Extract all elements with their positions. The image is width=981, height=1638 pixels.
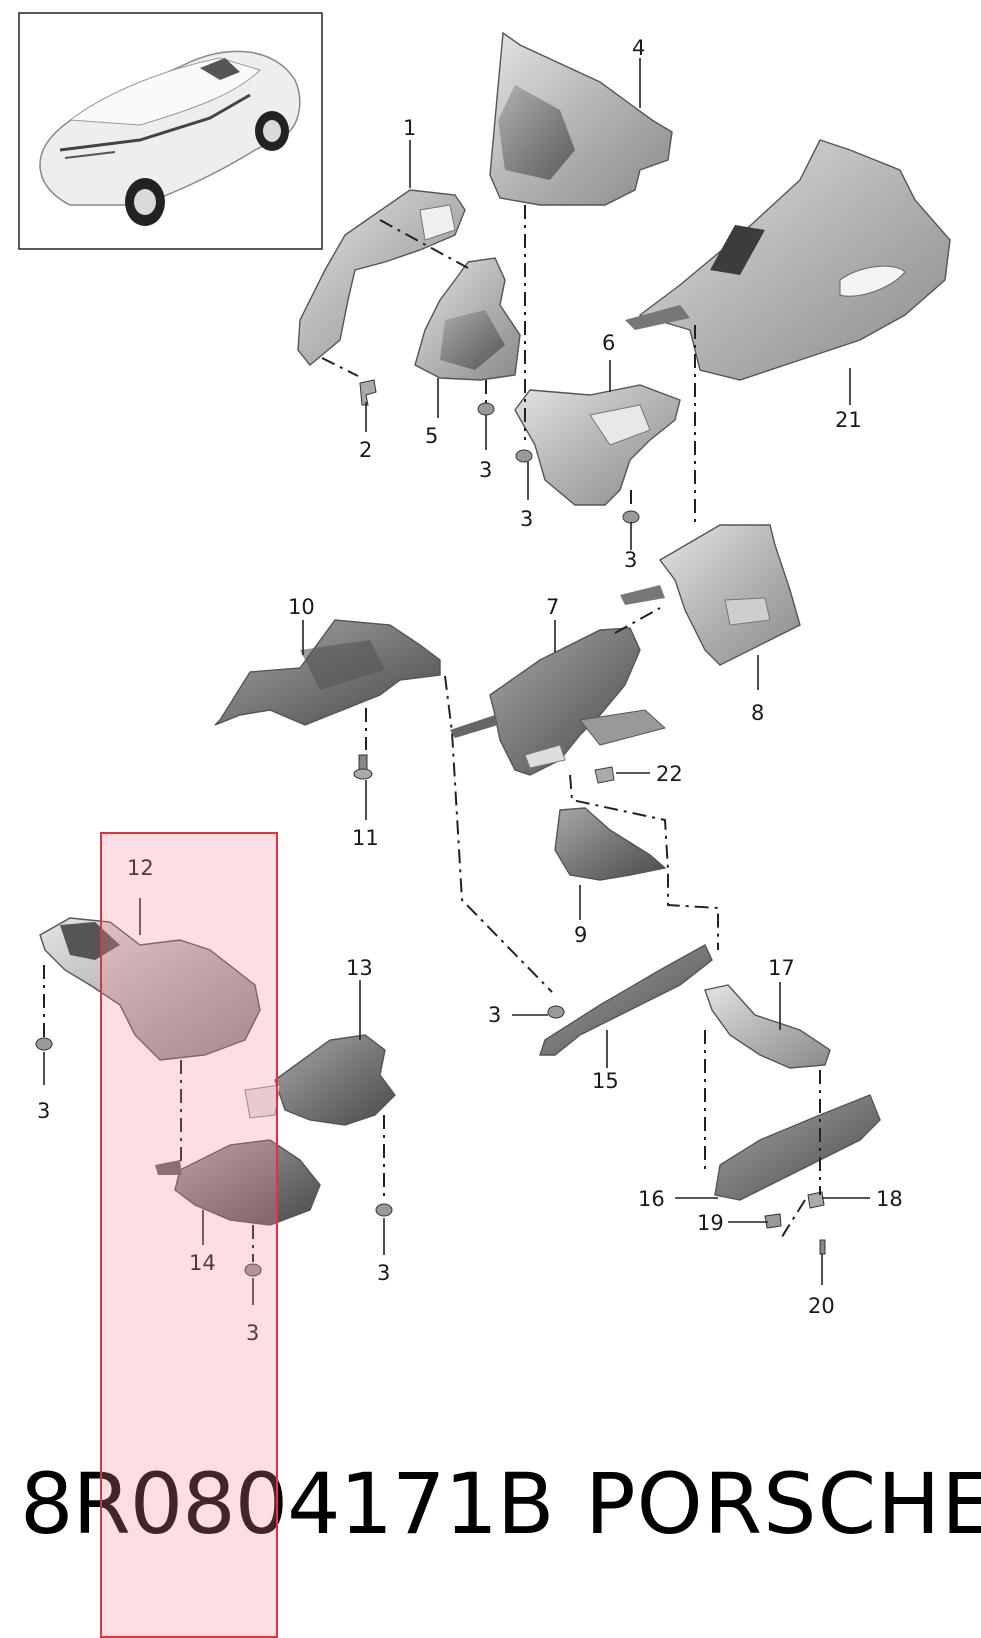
part-8-heat-shield: [620, 524, 801, 666]
caption: 8R0804171B PORSCHE: [0, 1455, 981, 1565]
part-7-heat-shield: [450, 627, 667, 776]
part-12-heat-shield: [39, 917, 261, 1061]
part-13-heat-shield: [244, 1034, 396, 1126]
part-2-clip: [359, 379, 377, 406]
callout-3e: 3: [37, 1099, 50, 1123]
callout-7: 7: [546, 595, 559, 619]
part-16-heat-shield: [714, 1094, 881, 1201]
part-19-clip: [764, 1213, 782, 1229]
callout-9: 9: [574, 923, 587, 947]
callout-2: 2: [359, 438, 372, 462]
callout-15: 15: [592, 1069, 619, 1093]
part-14-heat-shield: [155, 1139, 321, 1226]
callout-17: 17: [768, 956, 795, 980]
callout-21: 21: [835, 408, 862, 432]
callout-12: 12: [127, 856, 154, 880]
callout-18: 18: [876, 1187, 903, 1211]
part-17-heat-shield-strip: [704, 984, 831, 1069]
callout-8: 8: [751, 701, 764, 725]
part-15-heat-shield-strip: [539, 944, 713, 1056]
part-20-screw: [819, 1239, 826, 1255]
assembly-lines: [43, 205, 821, 1262]
callout-11: 11: [352, 826, 379, 850]
part-4-heat-shield: [489, 31, 673, 206]
callout-4: 4: [632, 36, 645, 60]
part-number-label: 8R0804171B: [20, 1455, 555, 1553]
selection-highlight: [100, 832, 278, 1638]
callout-3g: 3: [246, 1321, 259, 1345]
callout-3a: 3: [479, 458, 492, 482]
callout-3c: 3: [624, 548, 637, 572]
part-1-heat-shield: [297, 189, 466, 366]
callout-numbers: 4 1 21 6 2 5 3 3 3 10 7 8 22 11 12 9 13 …: [37, 36, 903, 1345]
callout-10: 10: [288, 595, 315, 619]
part-6-heat-shield: [514, 384, 681, 506]
callout-6: 6: [602, 331, 615, 355]
washers: [35, 402, 640, 1277]
part-18-clip: [807, 1191, 825, 1209]
leader-lines: [43, 58, 870, 1305]
callout-3f: 3: [377, 1261, 390, 1285]
part-9-heat-shield: [554, 807, 667, 881]
brand-label: PORSCHE: [585, 1455, 981, 1553]
part-5-heat-shield: [414, 257, 521, 381]
vehicle-icon: [39, 50, 301, 226]
vehicle-overview-inset: [18, 12, 323, 250]
callout-5: 5: [425, 424, 438, 448]
part-10-heat-shield: [214, 619, 441, 726]
part-21-heat-shield: [625, 139, 951, 381]
callout-3d: 3: [488, 1003, 501, 1027]
callout-1: 1: [403, 116, 416, 140]
callout-22: 22: [656, 762, 683, 786]
callout-16: 16: [638, 1187, 665, 1211]
callout-3b: 3: [520, 507, 533, 531]
callout-14: 14: [189, 1251, 216, 1275]
callout-20: 20: [808, 1294, 835, 1318]
callout-13: 13: [346, 956, 373, 980]
callout-19: 19: [697, 1211, 724, 1235]
part-22-clip: [594, 766, 615, 784]
part-11-screw: [353, 754, 373, 780]
